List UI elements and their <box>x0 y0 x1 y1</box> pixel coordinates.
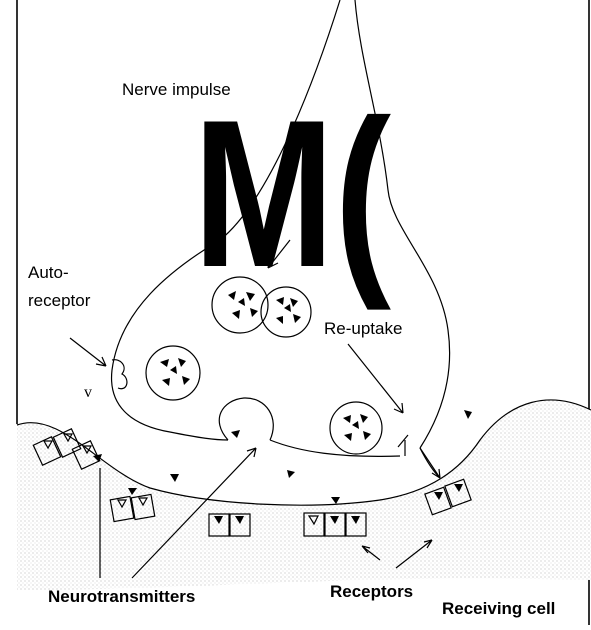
reuptake-arrow <box>348 344 403 413</box>
label-neurotransmitters: Neurotransmitters <box>48 587 195 606</box>
overlay-glyphs: M( <box>193 76 391 311</box>
reuptake-channel <box>405 440 440 478</box>
autoreceptor-arrow <box>70 338 106 366</box>
label-auto-receptor-line1: Auto- <box>28 263 69 282</box>
label-v-mark: v <box>84 384 92 401</box>
vesicle-3 <box>146 346 200 400</box>
vesicle-4 <box>330 402 382 454</box>
label-receiving-cell: Receiving cell <box>442 599 555 618</box>
label-receptors: Receptors <box>330 582 413 601</box>
exocytosis-vesicle <box>219 398 273 440</box>
label-auto-receptor-line2: receptor <box>28 291 91 310</box>
label-nerve-impulse: Nerve impulse <box>122 80 231 99</box>
label-re-uptake: Re-uptake <box>324 319 402 338</box>
autoreceptor-pocket <box>112 360 127 389</box>
receiving-cell-region <box>17 400 591 590</box>
